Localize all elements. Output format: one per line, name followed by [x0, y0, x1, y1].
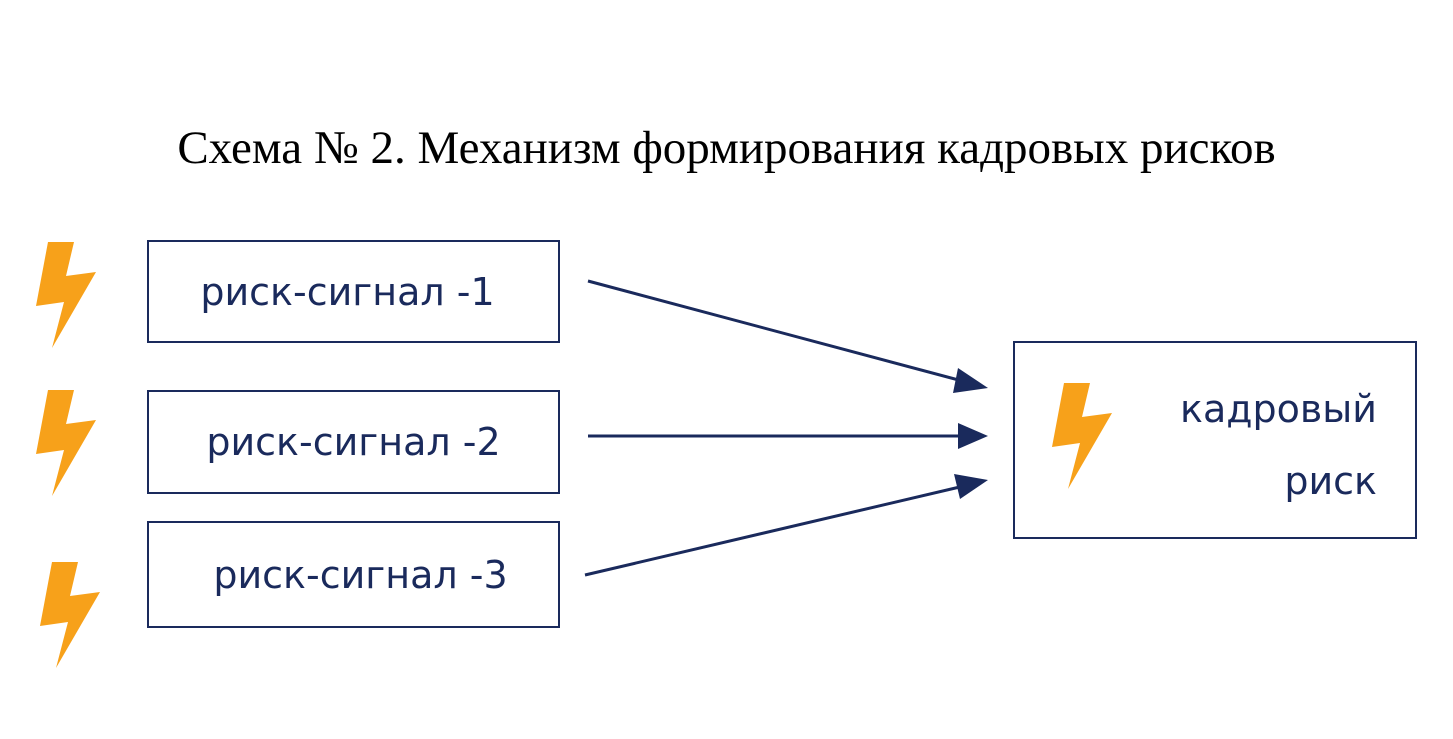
arrow-1 [587, 279, 988, 393]
arrow-2 [588, 423, 988, 449]
lightning-bolt-icon [36, 242, 96, 348]
signal-label: риск-сигнал -1 [200, 269, 495, 314]
lightning-bolt-icon [1052, 383, 1112, 489]
arrow-3 [584, 474, 988, 577]
signal-box-1: риск-сигнал -1 [147, 240, 560, 343]
signal-box-2: риск-сигнал -2 [147, 390, 560, 494]
result-line-2: риск [1284, 459, 1377, 503]
result-label: кадровый риск [1180, 373, 1377, 517]
signal-label: риск-сигнал -2 [206, 420, 501, 464]
result-box: кадровый риск [1013, 341, 1417, 539]
lightning-bolt-icon [36, 390, 96, 496]
diagram-title: Схема № 2. Механизм формирования кадровы… [177, 122, 1276, 174]
lightning-bolt-icon [40, 562, 100, 668]
signal-label: риск-сигнал -3 [213, 552, 508, 597]
signal-box-3: риск-сигнал -3 [147, 521, 560, 628]
result-line-1: кадровый [1180, 387, 1377, 431]
